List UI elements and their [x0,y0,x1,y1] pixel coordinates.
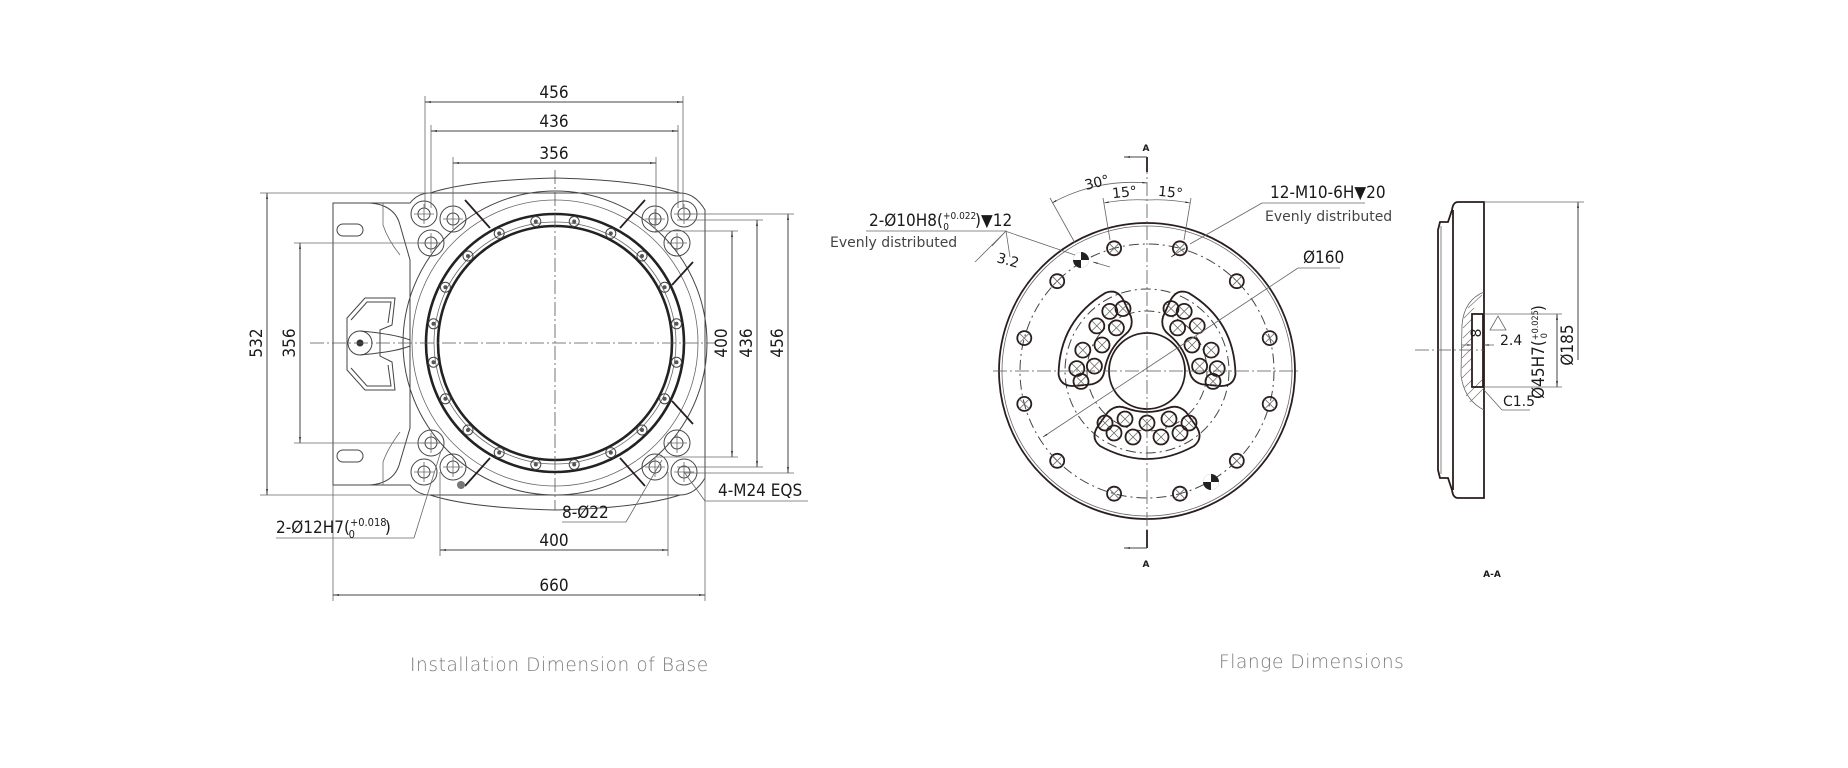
dowel-hole [1073,252,1089,268]
section-hatch [1461,294,1485,403]
dim-depth-8: 8 [1469,329,1485,338]
dim-left-532: 532 [247,328,267,357]
section-marker-bottom: A [1143,560,1150,570]
callout-through-holes: 8-Ø22 [562,503,609,523]
base-installation-drawing: 456 436 356 532 356 400 [247,83,808,601]
dim-top-436: 436 [539,112,568,132]
dim-left-356: 356 [280,328,300,357]
base-right-dimensions: 400 436 456 [655,213,794,474]
dim-right-400: 400 [712,328,732,357]
callout-threaded-holes-flange: 12-M10-6H▼20 [1270,183,1386,203]
caption-base: Installation Dimension of Base [410,655,709,676]
callout-threaded-holes-base: 4-M24 EQS [718,481,802,501]
dim-top-456: 456 [539,83,568,103]
dowel-hole [1203,474,1219,490]
dim-bottom-400: 400 [539,531,568,551]
note-evenly-distributed-threads: Evenly distributed [1265,209,1392,225]
angle-15-left: 15° [1111,184,1137,203]
angle-30: 30° [1083,172,1111,194]
base-top-dimensions: 456 436 356 [424,83,684,225]
roughness-2-4: 2.4 [1500,333,1522,349]
base-bottom-dimensions: 400 660 [332,472,706,601]
note-evenly-distributed-pins: Evenly distributed [830,235,957,251]
caption-flange: Flange Dimensions [1219,652,1405,673]
dim-bottom-660: 660 [539,576,568,596]
dim-chamfer-c1-5: C1.5 [1503,394,1535,410]
roughness-3-2: 3.2 [995,250,1021,271]
section-title-a-a: A-A [1483,570,1501,580]
dim-right-436: 436 [737,328,757,357]
dim-right-456: 456 [768,328,788,357]
dim-outer-dia-185: Ø185 [1558,324,1578,365]
section-marker-top: A [1143,144,1150,154]
section-a-a-drawing: Ø185 Ø45H7(+0.0250) 8 2.4 C1.5 A-A [1415,201,1584,580]
dim-top-356: 356 [539,144,568,164]
dim-bore-45h7: Ø45H7(+0.0250) [1529,305,1550,399]
callout-pcd-160: Ø160 [1303,248,1344,268]
angle-15-right: 15° [1157,184,1183,203]
base-left-dimensions: 532 356 [247,192,440,496]
